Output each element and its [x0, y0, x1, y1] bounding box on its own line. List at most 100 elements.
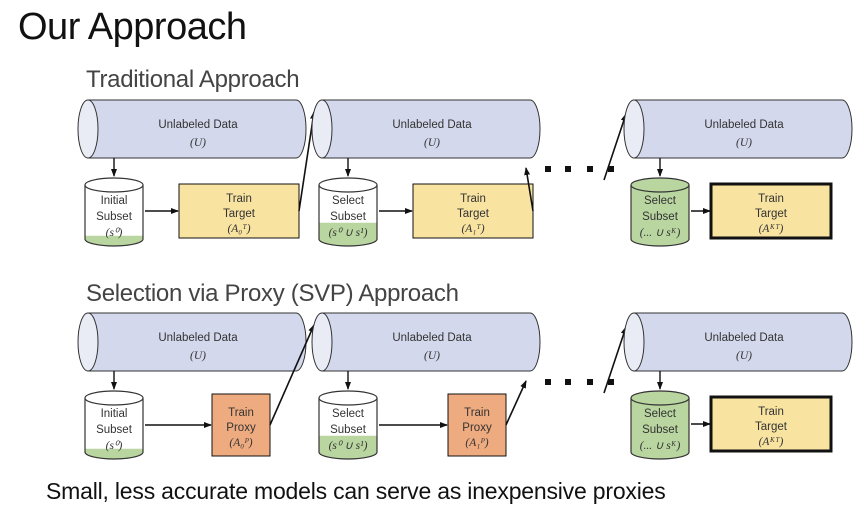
unlabeled-data-label: Unlabeled Data — [704, 332, 784, 344]
subset-cap — [630, 177, 690, 193]
model-label-line2: Target — [755, 421, 788, 433]
subset-label-line1: Select — [644, 195, 677, 207]
subset-fill-level — [319, 435, 377, 459]
subset-body — [85, 185, 143, 246]
subset-label-math: (s⁰) — [106, 227, 123, 239]
unlabeled-data-symbol: (U) — [736, 137, 752, 149]
continuation-arrow — [603, 113, 627, 181]
traditional-stage-0: Unlabeled Data(U)InitialSubset(s⁰)TrainT… — [77, 99, 316, 247]
model-label-line2: Target — [223, 208, 256, 220]
model-label-math: (A₁ᵀ) — [461, 223, 484, 235]
subset-label-line2: Subset — [330, 211, 367, 223]
unlabeled-data-cylinder: Unlabeled Data (U) — [623, 312, 853, 372]
subset-outline — [630, 398, 690, 460]
subset-cap — [84, 177, 144, 193]
subset-label-line1: Select — [332, 195, 365, 207]
model-label-math: (A₀ᵀ) — [227, 223, 250, 235]
subset-label-line2: Subset — [642, 424, 679, 436]
unlabeled-data-cylinder: Unlabeled Data (U) — [77, 99, 307, 159]
cylinder-cap — [311, 312, 333, 372]
subset-label-line2: Subset — [96, 424, 133, 436]
model-label-line1: Train — [464, 407, 490, 419]
next-iteration-arrow — [269, 324, 315, 426]
model-label-line2: Target — [457, 208, 490, 220]
subset-fill-level — [319, 222, 377, 246]
subset-label-math: (... ∪ sᴷ) — [640, 227, 681, 239]
model-box — [178, 183, 300, 239]
next-iteration-arrow — [298, 111, 316, 212]
cylinder-cap — [311, 99, 333, 159]
model-label-math: (Aᴷᵀ) — [759, 223, 784, 235]
subset-label-math: (... ∪ sᴷ) — [640, 440, 681, 452]
subset-cap — [318, 390, 378, 406]
unlabeled-data-label: Unlabeled Data — [158, 332, 238, 344]
unlabeled-data-symbol: (U) — [736, 350, 752, 362]
unlabeled-data-cylinder: Unlabeled Data (U) — [311, 312, 541, 372]
unlabeled-data-cylinder: Unlabeled Data(U) — [311, 99, 541, 159]
ellipsis-dot — [587, 166, 593, 172]
model-box — [447, 393, 507, 457]
unlabeled-data-symbol: (U) — [424, 350, 440, 362]
model-label-line2: Proxy — [226, 422, 256, 434]
subset-fill-level — [85, 235, 143, 246]
subset-fill-level — [631, 185, 689, 246]
ellipsis-dot — [545, 379, 551, 385]
subset-label-line1: Select — [644, 408, 677, 420]
unlabeled-data-label: Unlabeled Data — [158, 119, 238, 131]
model-label-line1: Train — [758, 406, 784, 418]
model-box — [709, 395, 833, 453]
model-box — [211, 393, 271, 457]
subset-outline — [630, 185, 690, 247]
subset-cap — [630, 390, 690, 406]
traditional-heading: Traditional Approach — [86, 66, 300, 93]
continuation-arrow — [603, 326, 627, 394]
unlabeled-data-symbol: (U) — [190, 350, 206, 362]
ellipsis-dot — [545, 166, 551, 172]
model-label-line2: Target — [755, 208, 788, 220]
cylinder-cap — [77, 312, 99, 372]
ellipsis-dot — [565, 166, 571, 172]
model-label-line1: Train — [460, 193, 486, 205]
slide-footer: Small, less accurate models can serve as… — [46, 478, 666, 504]
subset-fill-level — [85, 448, 143, 459]
subset-fill-level — [631, 398, 689, 459]
unlabeled-data-cylinder: Unlabeled Data(U) — [623, 99, 853, 159]
model-label-line1: Train — [228, 407, 254, 419]
subset-label-line1: Select — [332, 408, 365, 420]
next-iteration-arrow — [505, 380, 527, 426]
subset-outline — [318, 185, 378, 247]
subset-label-math: (s⁰) — [106, 440, 123, 452]
subset-label-line2: Subset — [330, 424, 367, 436]
unlabeled-data-label: Unlabeled Data — [392, 332, 472, 344]
ellipsis-dot — [565, 379, 571, 385]
next-iteration-arrow — [524, 167, 534, 212]
model-label-math: (A₀ᴾ) — [229, 437, 252, 449]
subset-body — [85, 398, 143, 459]
svp-stage-0: Unlabeled Data(U)InitialSubset(s⁰)TrainP… — [77, 312, 315, 460]
ellipsis-dot — [587, 379, 593, 385]
unlabeled-data-symbol: (U) — [190, 137, 206, 149]
subset-cap — [84, 390, 144, 406]
ellipsis-dot — [608, 379, 614, 385]
cylinder-cap — [623, 312, 645, 372]
subset-label-line2: Subset — [642, 211, 679, 223]
model-label-math: (Aᴷᵀ) — [759, 436, 784, 448]
unlabeled-data-cylinder: Unlabeled Data (U) — [77, 312, 307, 372]
model-box — [709, 182, 833, 240]
cylinder-body — [321, 99, 541, 159]
